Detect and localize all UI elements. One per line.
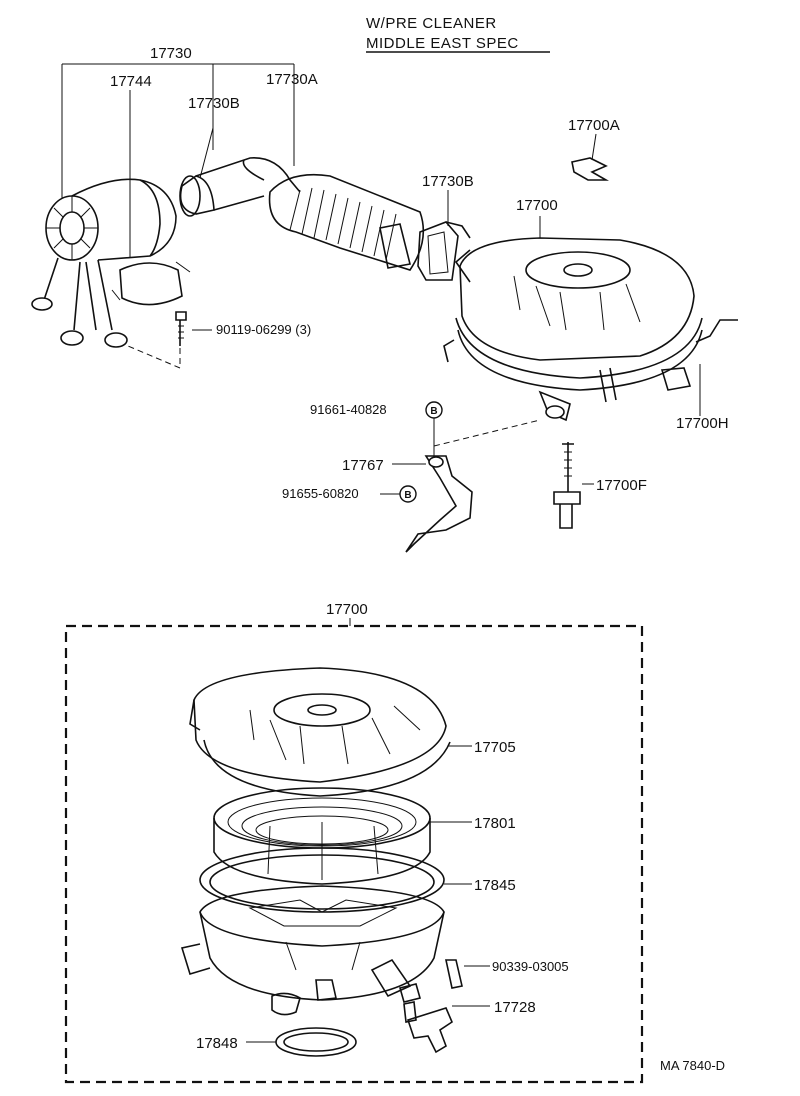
exploded-view xyxy=(180,667,490,1057)
label-bracket-17730 xyxy=(61,63,295,198)
label-17730a: 17730A xyxy=(266,71,318,88)
label-90339: 90339-03005 xyxy=(492,959,569,974)
diagram-code: MA 7840-D xyxy=(660,1058,725,1073)
label-17728: 17728 xyxy=(494,999,536,1016)
case-body xyxy=(199,885,445,947)
header-line-1: W/PRE CLEANER xyxy=(366,15,497,32)
intake-hose xyxy=(179,157,471,281)
badge-b-1-text: B xyxy=(430,406,437,417)
label-91661: 91661-40828 xyxy=(310,402,387,417)
label-17700a: 17700A xyxy=(568,117,620,134)
pre-cleaner-assembly xyxy=(31,63,295,369)
label-17848: 17848 xyxy=(196,1035,238,1052)
label-17767: 17767 xyxy=(342,457,384,474)
label-17845: 17845 xyxy=(474,877,516,894)
label-17730b-mid: 17730B xyxy=(422,173,474,190)
exploded-view-frame xyxy=(64,624,644,1084)
label-17700-box: 17700 xyxy=(326,601,368,618)
badge-b-2-text: B xyxy=(404,490,411,501)
label-17744: 17744 xyxy=(110,73,152,90)
label-17705: 17705 xyxy=(474,739,516,756)
part-labels: 17730 17744 17730A 17730B 17700A 17730B … xyxy=(110,45,729,1052)
leader-17730b xyxy=(199,127,214,179)
label-17801: 17801 xyxy=(474,815,516,832)
badge-b-1: B xyxy=(425,401,443,419)
label-17730: 17730 xyxy=(150,45,192,62)
cover-17705 xyxy=(193,667,447,783)
header-note: W/PRE CLEANER MIDDLE EAST SPEC xyxy=(366,15,550,53)
label-17700-top: 17700 xyxy=(516,197,558,214)
label-91655: 91655-60820 xyxy=(282,486,359,501)
header-line-2: MIDDLE EAST SPEC xyxy=(366,35,519,52)
label-90119: 90119-06299 (3) xyxy=(216,322,311,337)
label-17700h: 17700H xyxy=(676,415,729,432)
air-cleaner-top xyxy=(443,133,738,422)
label-17730b-top: 17730B xyxy=(188,95,240,112)
label-17700f: 17700F xyxy=(596,477,647,494)
bracket-and-stud xyxy=(380,418,594,553)
badge-b-2: B xyxy=(399,485,417,503)
